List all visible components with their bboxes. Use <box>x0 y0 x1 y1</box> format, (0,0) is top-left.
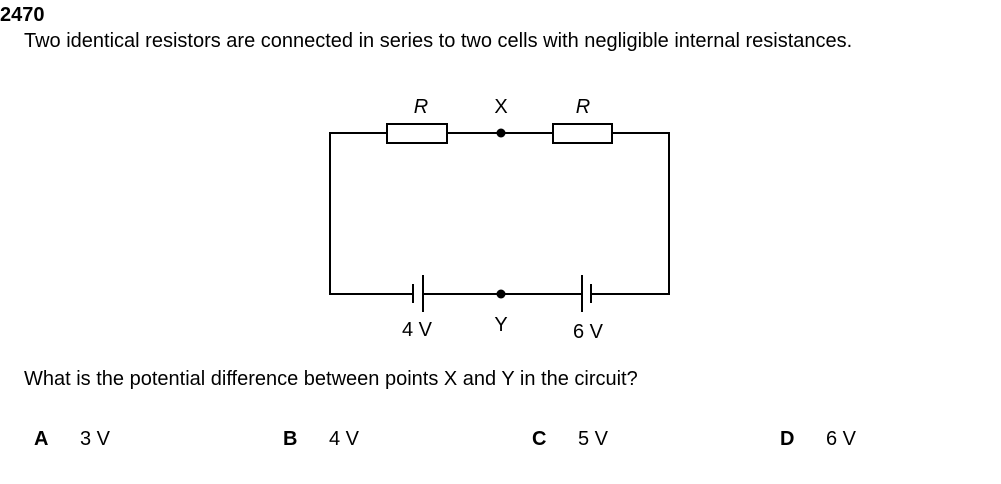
option-text: 3 V <box>80 428 111 450</box>
question-number: 2470 <box>0 4 45 26</box>
resistor-label: R <box>414 96 428 118</box>
option-a[interactable]: A 3 V <box>34 428 110 451</box>
option-letter: B <box>283 428 298 450</box>
option-text: 6 V <box>826 428 857 450</box>
wire <box>329 132 670 295</box>
question-stem: Two identical resistors are connected in… <box>24 30 853 52</box>
point-x-label: X <box>494 96 507 118</box>
resistor-label: R <box>576 96 590 118</box>
resistor-right <box>552 123 613 144</box>
option-letter: D <box>780 428 795 450</box>
option-d[interactable]: D 6 V <box>780 428 856 451</box>
cell-label-6v: 6 V <box>573 321 604 343</box>
option-c[interactable]: C 5 V <box>532 428 608 451</box>
point-y-label: Y <box>494 314 507 336</box>
cell-label-4v: 4 V <box>402 319 433 341</box>
resistor-left <box>386 123 448 144</box>
question-prompt: What is the potential difference between… <box>24 368 638 390</box>
option-text: 5 V <box>578 428 609 450</box>
option-b[interactable]: B 4 V <box>283 428 359 451</box>
option-text: 4 V <box>329 428 360 450</box>
option-letter: A <box>34 428 49 450</box>
point-y-dot <box>496 289 506 299</box>
option-letter: C <box>532 428 547 450</box>
point-x-dot <box>496 128 506 138</box>
